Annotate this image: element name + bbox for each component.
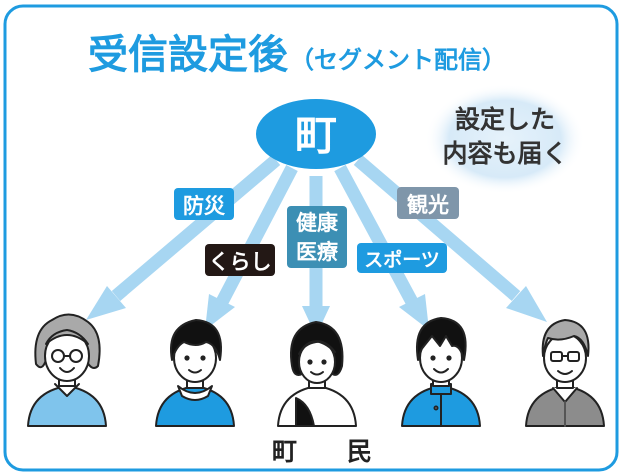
category-kanko-box — [397, 187, 459, 219]
category-bousai-label: 防災 — [183, 194, 226, 218]
arrow-2 — [205, 164, 298, 330]
resident-elderly-man-icon — [525, 319, 605, 427]
source-label: 町 — [295, 111, 337, 160]
resident-young-woman-icon — [277, 321, 357, 427]
arrow-5 — [353, 155, 547, 322]
arrow-4 — [334, 164, 429, 330]
resident-young-man-icon — [155, 319, 235, 427]
title-main: 受信設定後 — [88, 32, 289, 78]
category-kurashi-box — [205, 244, 275, 276]
category-bousai-box — [174, 188, 234, 220]
category-kurashi-label: くらし — [209, 250, 272, 274]
arrows — [86, 155, 547, 336]
category-kanko-label: 観光 — [407, 193, 449, 217]
arrow-1 — [86, 155, 281, 320]
callout-cloud — [425, 84, 585, 194]
callout-line-1: 設定した — [455, 105, 555, 134]
source-bubble — [256, 99, 376, 169]
title-sub: （セグメント配信） — [290, 46, 506, 74]
category-sports-box — [357, 243, 447, 273]
category-kenko-box — [287, 206, 347, 268]
callout-line-2: 内容も届く — [442, 139, 567, 168]
resident-student-icon — [401, 317, 481, 427]
resident-elderly-woman-icon — [27, 313, 107, 427]
category-kenko-line-1: 健康 — [296, 211, 339, 235]
category-sports-label: スポーツ — [364, 248, 440, 271]
category-kenko-line-2: 医療 — [296, 240, 339, 264]
recipients-label: 町 民 — [272, 437, 372, 466]
